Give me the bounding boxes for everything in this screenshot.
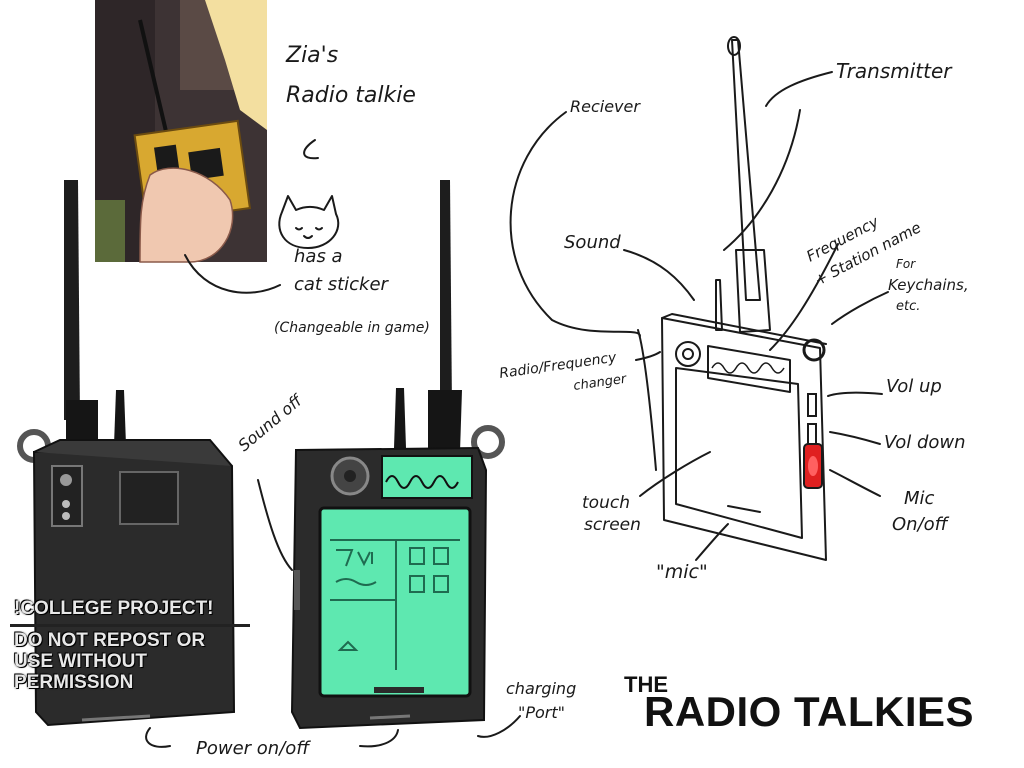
keychain-label-3: etc. <box>896 299 920 314</box>
mic-label: "mic" <box>656 561 708 583</box>
sticker-label-2: cat sticker <box>294 274 390 295</box>
charging-label-2: "Port" <box>518 703 565 722</box>
watermark-line-4: PERMISSION <box>14 672 134 693</box>
page-title: RADIO TALKIES <box>644 688 975 735</box>
zia-label-2: Radio talkie <box>286 83 416 108</box>
mic-arrow <box>695 523 729 561</box>
device-sketch-angled <box>661 36 827 561</box>
frequency-arrow <box>769 243 839 351</box>
radio-changer-arrow <box>635 351 661 361</box>
mic-toggle-arrow <box>829 469 881 497</box>
cat-sticker-doodle <box>278 195 340 249</box>
sticker-arrow <box>184 254 281 294</box>
mic-toggle-label-2: On/off <box>892 514 950 535</box>
sticker-label-3: (Changeable in game) <box>274 320 430 336</box>
keychain-label-2: Keychains, <box>888 276 969 294</box>
transmitter-arrow <box>765 71 833 107</box>
touch-screen-label-1: touch <box>582 493 630 513</box>
transmitter-label: Transmitter <box>836 59 953 83</box>
touch-screen-label-2: screen <box>584 515 641 535</box>
vol-down-arrow <box>829 431 881 445</box>
power-label: Power on/off <box>196 738 311 759</box>
transmitter-arrow-2 <box>723 109 801 251</box>
watermark-line-1: !COLLEGE PROJECT! <box>14 598 214 619</box>
receiver-label: Reciever <box>570 97 641 116</box>
charging-label-1: charging <box>506 679 576 698</box>
sound-off-arrow <box>257 479 293 571</box>
side-bracket <box>637 329 657 471</box>
watermark-block: DO NOT REPOST OR USE WITHOUT PERMISSION <box>14 630 205 693</box>
touch-screen-arrow <box>639 451 711 497</box>
charging-arrow <box>477 715 521 738</box>
device-front <box>290 180 505 730</box>
zia-label-1: Zia's <box>285 43 338 68</box>
vol-down-label: Vol down <box>884 432 966 453</box>
keychain-label-1: For <box>896 257 916 271</box>
vol-up-label: Vol up <box>886 376 942 397</box>
reference-photo <box>95 0 267 263</box>
receiver-arrow <box>509 111 641 337</box>
power-arrow <box>145 727 399 748</box>
device-back <box>17 180 236 727</box>
sticker-label-1: has a <box>294 246 343 267</box>
watermark-divider <box>10 624 250 627</box>
zia-arrow <box>303 139 319 160</box>
watermark-line-2: DO NOT REPOST OR <box>14 630 206 651</box>
title-prefix: THE <box>624 672 668 697</box>
vol-up-arrow <box>827 391 883 397</box>
mic-toggle-label-1: Mic <box>904 488 935 509</box>
sound-arrow <box>623 249 695 301</box>
radio-changer-label-2: changer <box>572 371 628 393</box>
watermark-line-3: USE WITHOUT <box>14 651 147 672</box>
sound-label: Sound <box>564 232 621 253</box>
keychain-arrow <box>831 291 889 325</box>
sound-off-label: Sound off <box>234 390 307 456</box>
